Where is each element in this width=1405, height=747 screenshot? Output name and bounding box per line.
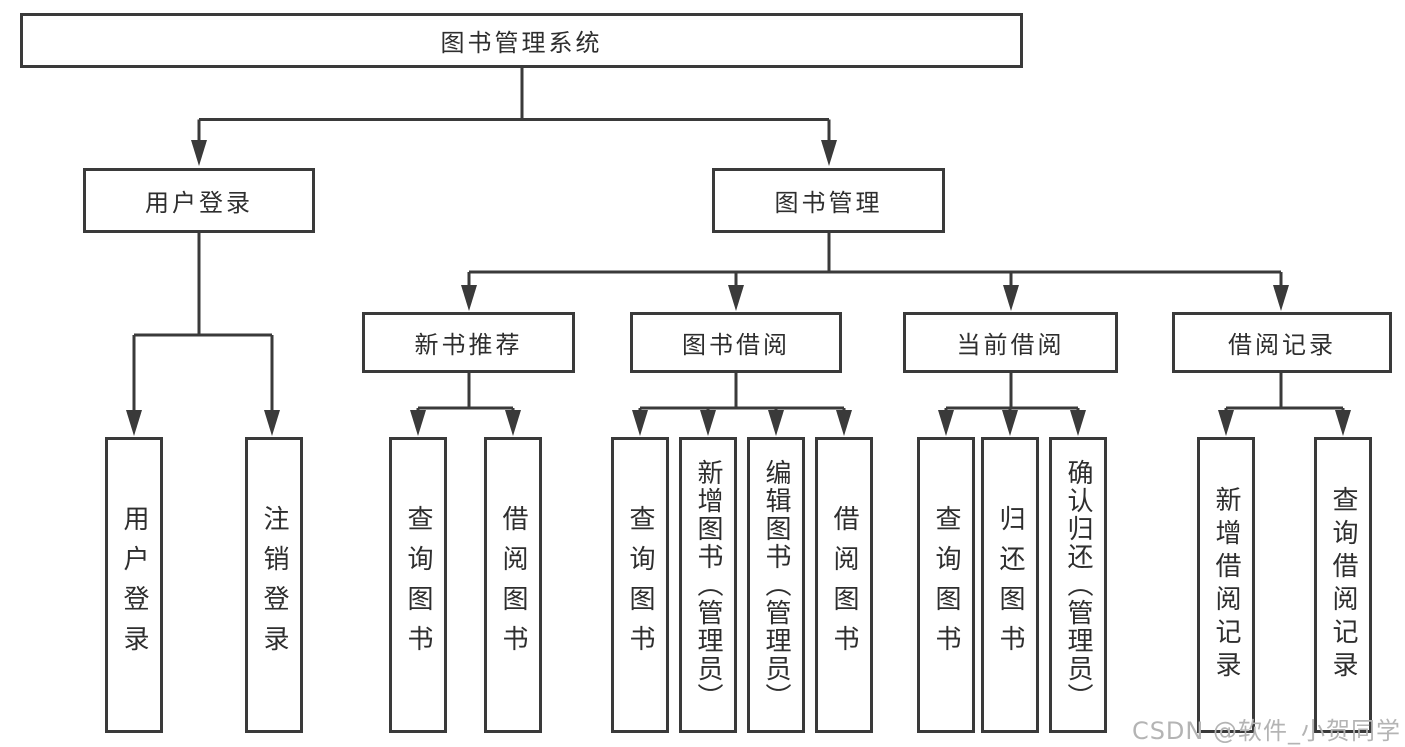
arrowheads	[126, 140, 1351, 436]
node-label: 查询图书	[625, 505, 655, 665]
node-leaf-user-login: 用户登录	[105, 437, 163, 733]
node-label: 查询图书	[931, 505, 961, 665]
node-leaf-add-borrow-record: 新增借阅记录	[1197, 437, 1255, 733]
node-leaf-confirm-return-admin: 确认归还（管理员）	[1049, 437, 1107, 733]
node-leaf-return-book: 归还图书	[981, 437, 1039, 733]
connector-book-borrow	[638, 373, 846, 412]
node-leaf-query-book: 查询图书	[389, 437, 447, 733]
connector-borrow-records	[1224, 373, 1345, 412]
node-book-management: 图书管理	[712, 168, 945, 233]
node-leaf-query-book: 查询图书	[917, 437, 975, 733]
node-label: 新增图书（管理员）	[693, 459, 723, 711]
node-label: 注销登录	[259, 505, 289, 665]
node-label: 查询图书	[403, 505, 433, 665]
node-label: 用户登录	[119, 505, 149, 665]
node-borrow-records: 借阅记录	[1172, 312, 1392, 373]
node-label: 借阅记录	[1228, 331, 1336, 359]
node-label: 新书推荐	[414, 331, 523, 359]
node-label: 编辑图书（管理员）	[761, 459, 791, 711]
csdn-watermark: CSDN @软件_小贺同学	[1131, 717, 1401, 745]
node-leaf-logout: 注销登录	[245, 437, 303, 733]
node-label: 用户登录	[145, 189, 253, 217]
node-leaf-borrow-book: 借阅图书	[815, 437, 873, 733]
node-label: 归还图书	[995, 505, 1025, 665]
node-label: 图书借阅	[682, 331, 790, 359]
node-book-borrow: 图书借阅	[630, 312, 842, 373]
node-label: 借阅图书	[498, 505, 528, 665]
node-new-book-recommend: 新书推荐	[362, 312, 575, 373]
connector-current-borrow	[944, 373, 1080, 412]
node-label: 当前借阅	[956, 331, 1065, 359]
node-root-system: 图书管理系统	[20, 13, 1023, 68]
connector-book-management	[467, 233, 1283, 287]
connector-user-login	[132, 233, 274, 412]
node-leaf-query-borrow-record: 查询借阅记录	[1314, 437, 1372, 733]
node-leaf-add-book-admin: 新增图书（管理员）	[679, 437, 737, 733]
node-user-login: 用户登录	[83, 168, 315, 233]
node-label: 借阅图书	[829, 505, 859, 665]
node-label: 图书管理	[774, 189, 883, 217]
node-leaf-edit-book-admin: 编辑图书（管理员）	[747, 437, 805, 733]
node-label: 查询借阅记录	[1328, 486, 1358, 684]
node-label: 新增借阅记录	[1211, 486, 1241, 684]
node-leaf-query-book: 查询图书	[611, 437, 669, 733]
connector-new-book	[416, 373, 515, 412]
connector-root	[197, 68, 831, 142]
node-label: 确认归还（管理员）	[1063, 459, 1093, 711]
node-current-borrow: 当前借阅	[903, 312, 1118, 373]
node-label: 图书管理系统	[440, 29, 603, 57]
node-leaf-borrow-book: 借阅图书	[484, 437, 542, 733]
